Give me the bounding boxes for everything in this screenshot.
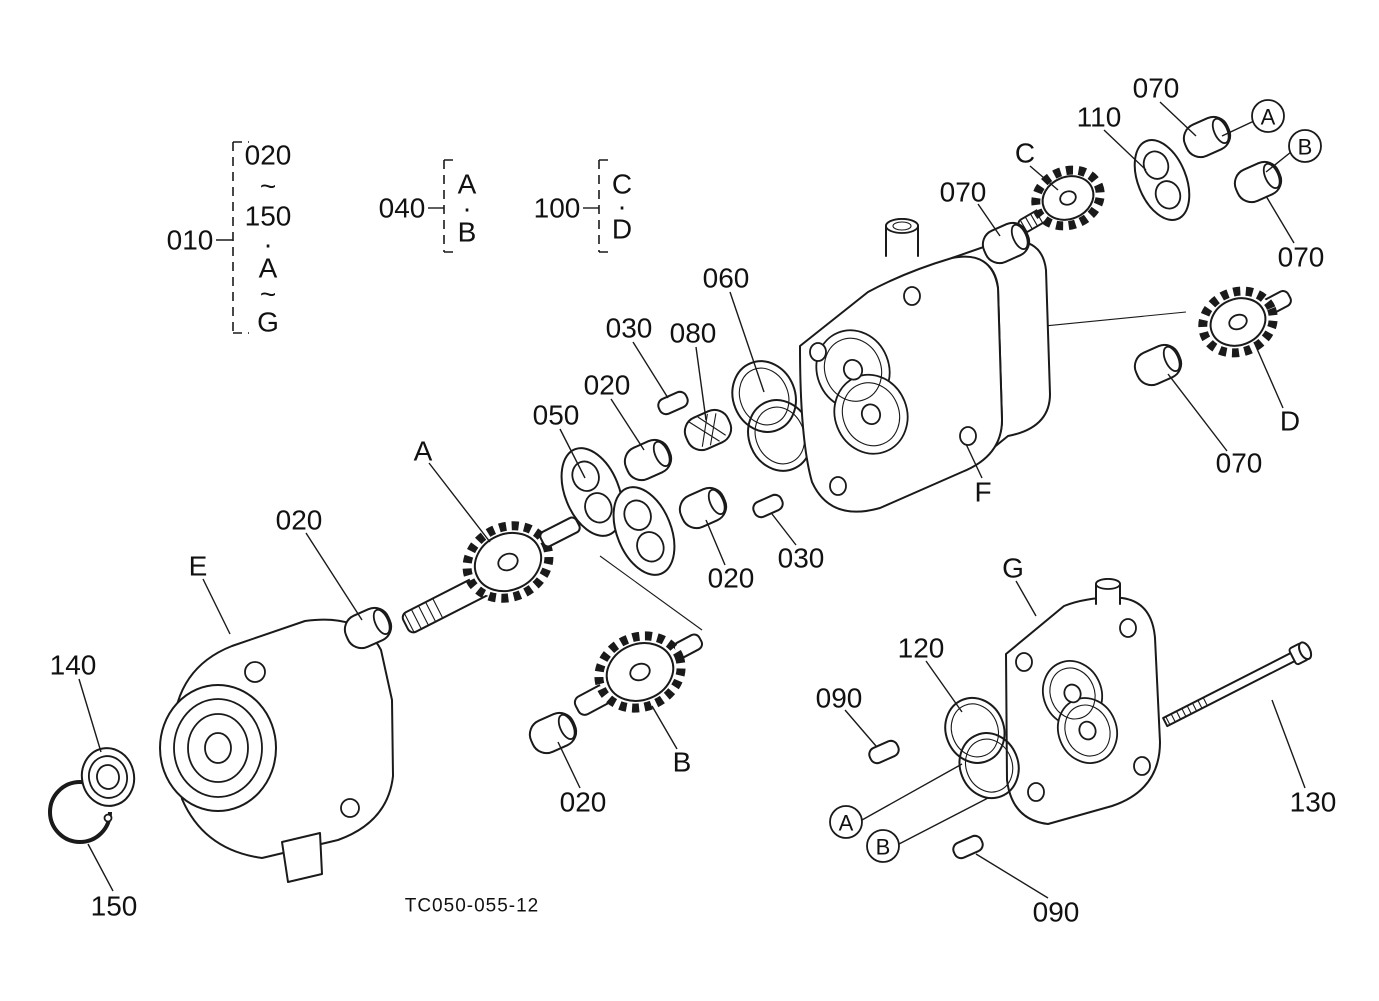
circled-b-bottom: B [866,829,900,863]
callout-070-top: 070 [1133,73,1180,104]
callout-030-upper: 030 [606,313,653,344]
bushing-020-mid [623,438,673,482]
callout-070-right: 070 [1278,242,1325,273]
bushing-070-tr1 [1182,115,1232,159]
callout-140: 140 [50,650,97,681]
circled-a-top: A [1251,99,1285,133]
bracket-040-item: A [458,169,477,200]
bracket-010-item: G [257,307,279,338]
bushing-020-mid2 [678,486,728,530]
front-cover-e [159,618,394,883]
bracket-100-item: · [617,191,626,222]
bracket-010-item: ~ [260,279,276,310]
bushing-070-tr2 [1233,160,1283,204]
svg-text:A: A [1261,105,1276,130]
callout-090-left: 090 [816,683,863,714]
callout-150: 150 [91,891,138,922]
callout-070-mid: 070 [940,177,987,208]
bracket-010-item: A [259,253,278,284]
callout-030-lower: 030 [778,543,825,574]
bushing-020-bottom [528,711,578,755]
callout-120: 120 [898,633,945,664]
thrust-plate-050-b [612,486,676,576]
callout-a: A [414,436,433,467]
pump-housing-f [799,218,1051,513]
bracket-100: 100 C · D [534,159,632,253]
bracket-040: 040 A · B [379,159,477,253]
bracket-010-item: · [263,229,272,260]
screen-bushing-080 [683,408,733,452]
callout-110: 110 [1077,102,1122,133]
pin-030-a [657,390,689,416]
thrust-plate-110 [1133,139,1191,221]
callout-130: 130 [1290,787,1337,818]
callout-090-bottom: 090 [1033,897,1080,928]
callout-c: C [1015,138,1035,169]
bolt-130 [1162,641,1313,728]
bracket-040-label: 040 [379,193,426,224]
rear-cover-g [1005,578,1161,825]
pin-090-b [952,834,984,860]
bracket-010-item: 020 [245,140,292,171]
circled-a-bottom: A [829,805,863,839]
gear-c [1031,165,1105,231]
drive-gear-a [401,505,607,634]
svg-text:A: A [839,811,854,836]
gear-d [1198,286,1278,358]
callout-g: G [1002,553,1024,584]
callout-d: D [1280,406,1300,437]
callout-050: 050 [533,400,580,431]
bracket-010: 010 020 ~ 150 · A ~ G [167,140,292,338]
bracket-100-label: 100 [534,193,581,224]
pin-030-b [752,493,784,519]
bracket-010-item: ~ [260,171,276,202]
bracket-100-item: C [612,169,632,200]
leader-lines [78,101,1306,899]
pin-090-a [868,739,900,765]
drawing-code: TC050-055-12 [405,896,540,917]
bracket-040-item: B [458,217,477,248]
thrust-plate-050-a [560,447,624,537]
bracket-010-item: 150 [245,201,292,232]
svg-text:B: B [1298,135,1313,160]
callout-070-lowright: 070 [1216,448,1263,479]
callout-020-midright: 020 [708,563,755,594]
callout-080: 080 [670,318,717,349]
bracket-010-label: 010 [167,225,214,256]
gear-b [594,631,686,713]
callout-f: F [974,477,991,508]
callout-e: E [189,551,208,582]
bushing-020-left [343,606,393,650]
callout-labels: 070 110 C 070 070 060 030 080 020 050 A … [50,73,1337,928]
bracket-100-item: D [612,214,632,245]
gasket-120 [944,696,1020,800]
callout-020-upper: 020 [584,370,631,401]
bushing-070-c [981,221,1031,265]
svg-text:B: B [876,835,891,860]
callout-020-bottom: 020 [560,787,607,818]
callout-060: 060 [703,263,750,294]
bracket-040-item: · [462,193,471,224]
seal-140 [80,747,136,807]
callout-020-left: 020 [276,505,323,536]
circled-b-top: B [1288,129,1322,163]
bushing-070-d [1133,343,1183,387]
circled-callouts: A B A B [829,99,1322,863]
callout-b: B [673,747,692,778]
